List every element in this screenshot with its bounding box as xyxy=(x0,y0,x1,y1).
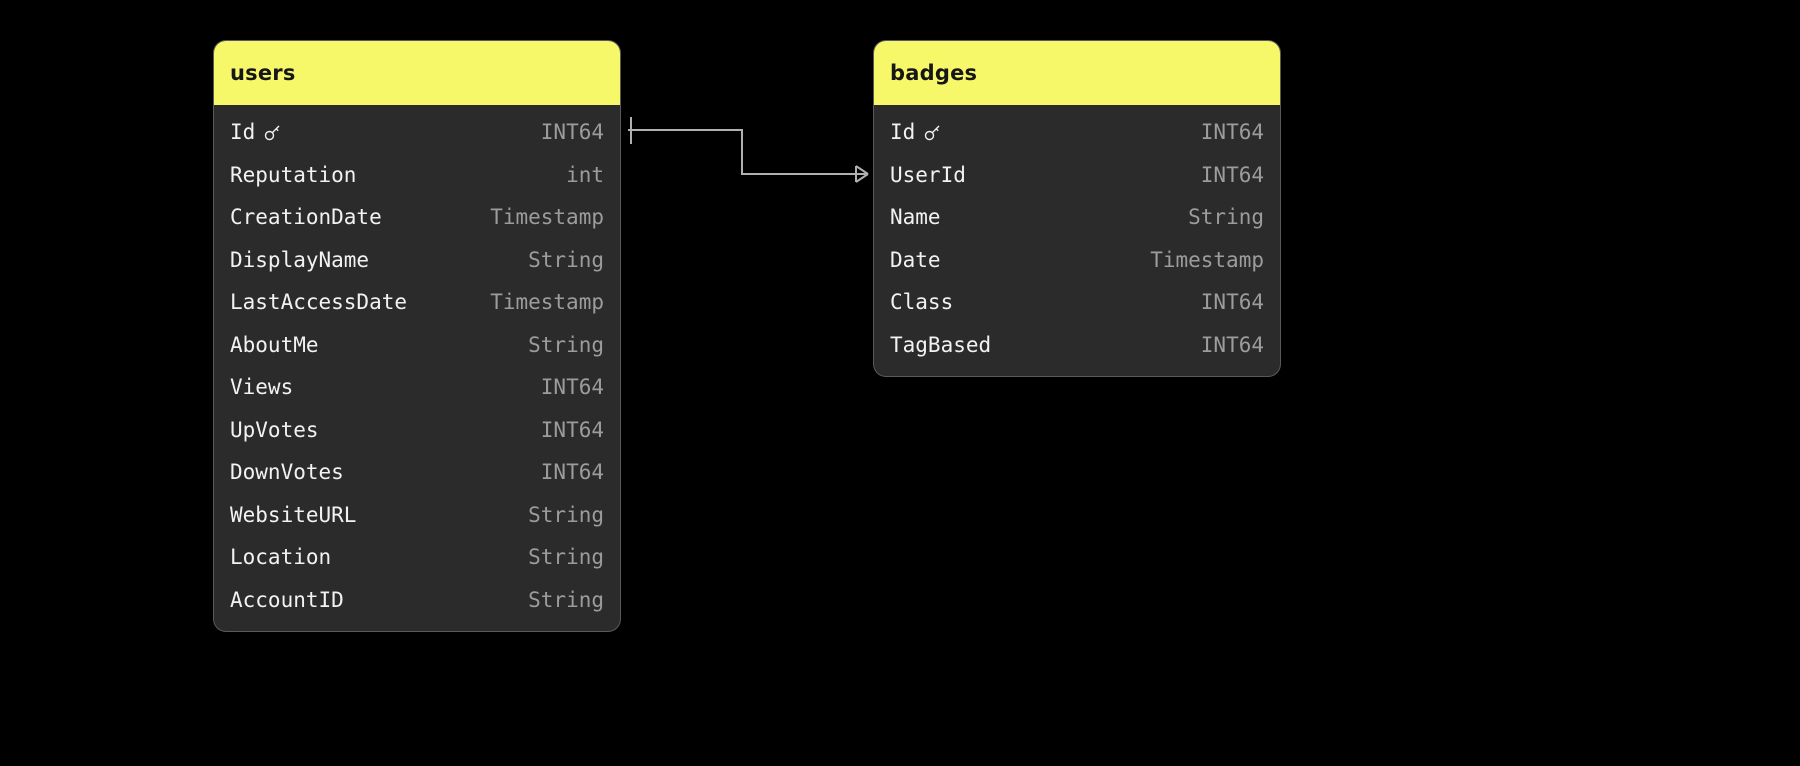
field-row[interactable]: Class INT64 xyxy=(874,281,1280,324)
entity-users-title: users xyxy=(214,41,620,105)
field-type: INT64 xyxy=(540,375,604,400)
field-type: String xyxy=(528,587,604,612)
field-row[interactable]: Views INT64 xyxy=(214,366,620,409)
entity-users[interactable]: users Id INT64 Reputation int xyxy=(214,41,620,631)
field-type: String xyxy=(1188,205,1264,230)
field-name: Id xyxy=(230,120,256,145)
field-name: Id xyxy=(890,120,916,145)
field-name: CreationDate xyxy=(230,205,382,230)
field-type: Timestamp xyxy=(490,290,604,315)
key-icon xyxy=(263,123,283,143)
field-row[interactable]: AccountID String xyxy=(214,579,620,622)
field-row[interactable]: TagBased INT64 xyxy=(874,324,1280,367)
field-type: String xyxy=(528,247,604,272)
field-name-wrap: Id xyxy=(230,120,283,144)
field-type: INT64 xyxy=(540,417,604,442)
field-type: String xyxy=(528,545,604,570)
entity-users-fields: Id INT64 Reputation int CreationDate Tim… xyxy=(214,105,620,631)
field-name: UserId xyxy=(890,162,966,187)
field-name: Class xyxy=(890,290,954,315)
field-name-wrap: Id xyxy=(890,120,943,144)
field-row[interactable]: Location String xyxy=(214,536,620,579)
field-row[interactable]: DownVotes INT64 xyxy=(214,451,620,494)
field-type: Timestamp xyxy=(1150,247,1264,272)
field-type: INT64 xyxy=(1200,120,1264,145)
field-type: INT64 xyxy=(540,120,604,145)
field-name: Location xyxy=(230,545,332,570)
field-name: UpVotes xyxy=(230,417,319,442)
field-type: String xyxy=(528,332,604,357)
field-type: String xyxy=(528,502,604,527)
relationship-users-badges xyxy=(628,117,869,183)
field-row[interactable]: LastAccessDate Timestamp xyxy=(214,281,620,324)
field-row[interactable]: Id INT64 xyxy=(214,111,620,154)
field-name: WebsiteURL xyxy=(230,502,357,527)
field-row[interactable]: UpVotes INT64 xyxy=(214,409,620,452)
field-row[interactable]: UserId INT64 xyxy=(874,154,1280,197)
field-name: DisplayName xyxy=(230,247,370,272)
field-type: int xyxy=(566,162,604,187)
key-icon xyxy=(923,123,943,143)
field-name: AboutMe xyxy=(230,332,319,357)
field-type: INT64 xyxy=(1200,162,1264,187)
entity-badges-fields: Id INT64 UserId INT64 Name String xyxy=(874,105,1280,376)
field-name: Name xyxy=(890,205,941,230)
field-name: Reputation xyxy=(230,162,357,187)
entity-badges-title: badges xyxy=(874,41,1280,105)
field-type: Timestamp xyxy=(490,205,604,230)
field-name: DownVotes xyxy=(230,460,344,485)
field-name: Views xyxy=(230,375,294,400)
field-row[interactable]: AboutMe String xyxy=(214,324,620,367)
field-type: INT64 xyxy=(1200,290,1264,315)
field-row[interactable]: WebsiteURL String xyxy=(214,494,620,537)
field-type: INT64 xyxy=(1200,332,1264,357)
field-name: AccountID xyxy=(230,587,344,612)
field-row[interactable]: Name String xyxy=(874,196,1280,239)
field-row[interactable]: DisplayName String xyxy=(214,239,620,282)
field-row[interactable]: Date Timestamp xyxy=(874,239,1280,282)
field-name: LastAccessDate xyxy=(230,290,408,315)
field-row[interactable]: Id INT64 xyxy=(874,111,1280,154)
field-name: Date xyxy=(890,247,941,272)
field-type: INT64 xyxy=(540,460,604,485)
field-row[interactable]: Reputation int xyxy=(214,154,620,197)
entity-badges[interactable]: badges Id INT64 UserId INT64 xyxy=(874,41,1280,376)
field-row[interactable]: CreationDate Timestamp xyxy=(214,196,620,239)
field-name: TagBased xyxy=(890,332,992,357)
